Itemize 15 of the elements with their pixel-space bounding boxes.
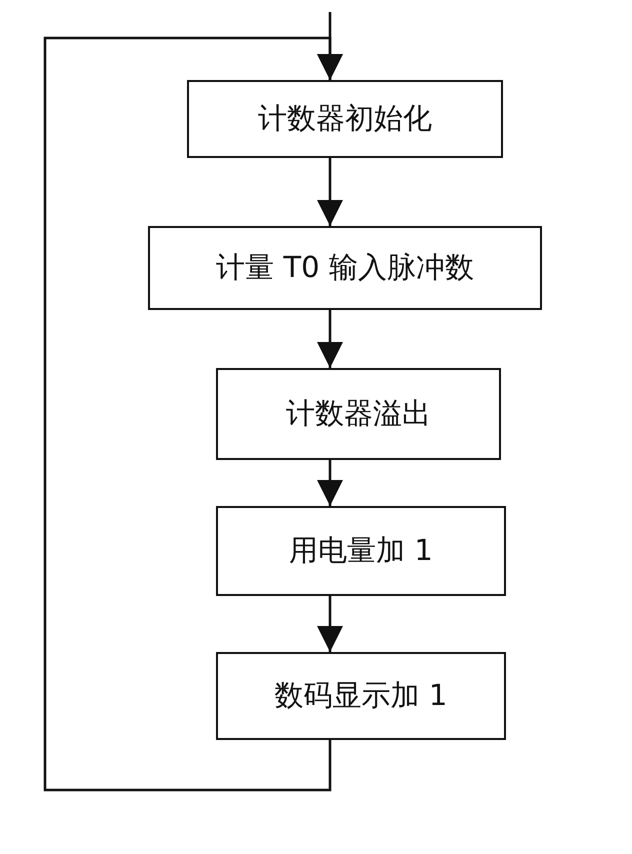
box-label: 用电量加 1	[289, 532, 433, 569]
box-label: 计量 T0 输入脉冲数	[216, 249, 474, 286]
arrow	[317, 596, 343, 652]
arrow	[317, 310, 343, 368]
arrow	[317, 158, 343, 226]
box-label: 计数器溢出	[286, 395, 431, 432]
box-label: 计数器初始化	[258, 100, 432, 137]
arrow	[44, 36, 343, 792]
box-label: 数码显示加 1	[274, 677, 448, 714]
process-box	[148, 226, 542, 310]
process-box	[216, 506, 506, 596]
process-box	[216, 652, 506, 740]
process-box	[187, 80, 503, 158]
arrow	[317, 460, 343, 506]
process-box	[216, 368, 501, 460]
